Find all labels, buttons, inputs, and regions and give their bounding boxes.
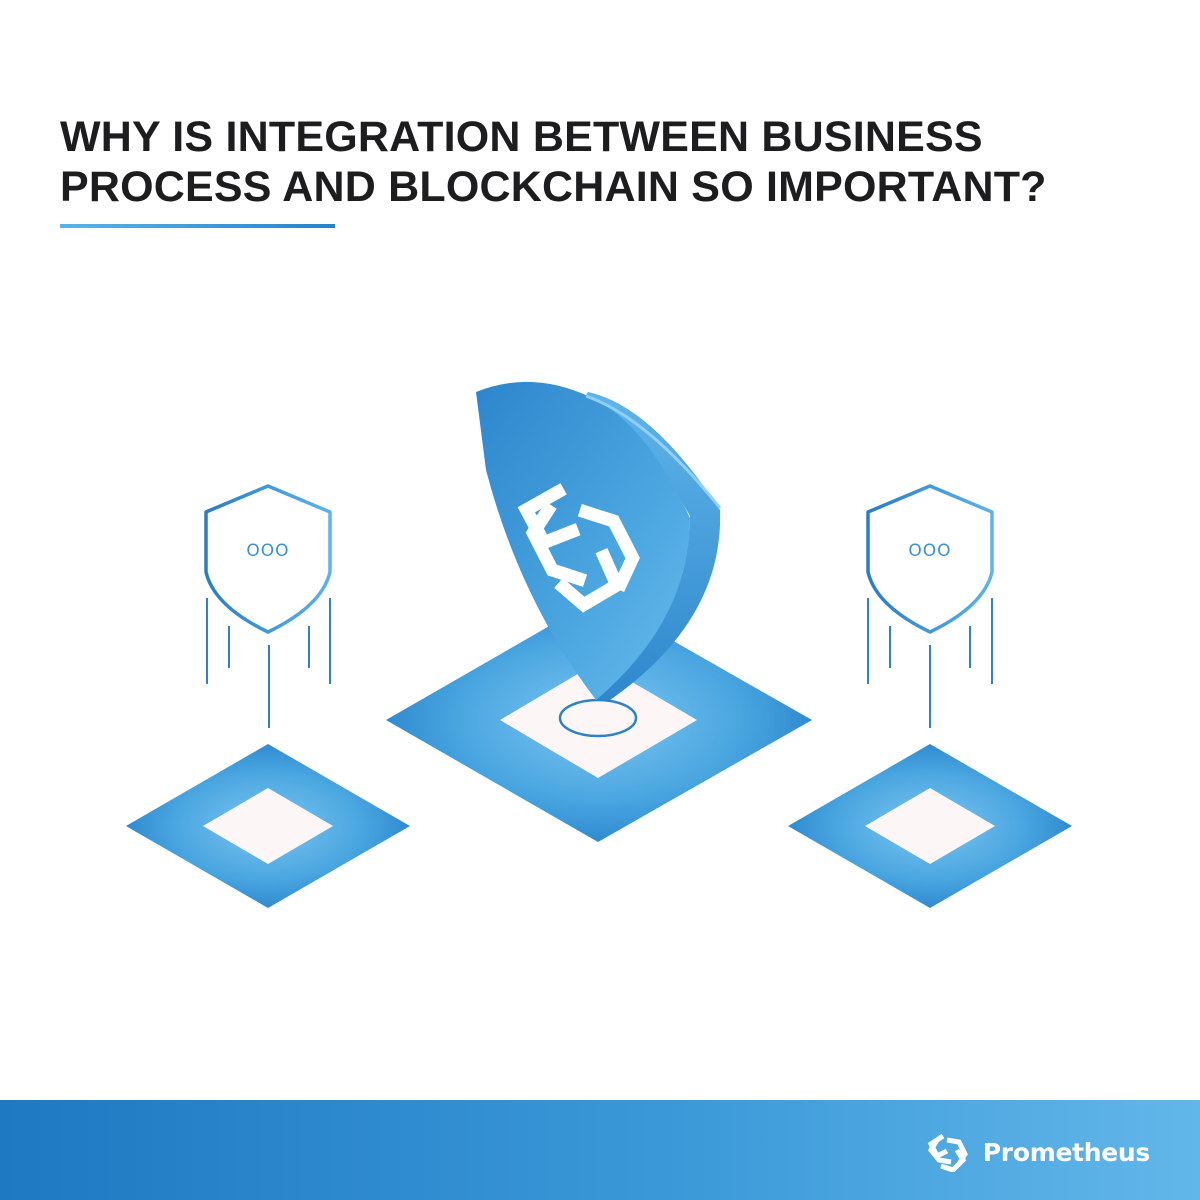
prometheus-logo-icon: [927, 1133, 968, 1172]
brand-name: Prometheus: [982, 1137, 1151, 1167]
right-shield-dots: OOO: [908, 541, 951, 561]
right-platform-tile-center: [865, 788, 995, 864]
left-shield-dots: OOO: [246, 541, 289, 561]
left-connector-lines: [206, 598, 331, 728]
right-node: OOO: [788, 484, 1072, 908]
blockchain-illustration: OOO OOO: [126, 381, 1072, 908]
center-shield-icon: [476, 381, 690, 700]
left-node: OOO: [126, 484, 410, 908]
left-platform-tile-center: [203, 788, 333, 864]
page-title-line-2: PROCESS AND BLOCKCHAIN SO IMPORTANT?: [60, 163, 1047, 211]
brand-lockup: Prometheus: [925, 1132, 1150, 1172]
title-underline: [60, 224, 335, 228]
right-connector-lines: [867, 598, 993, 728]
page-title-line-1: WHY IS INTEGRATION BETWEEN BUSINESS: [60, 113, 983, 161]
center-platform-tile-center: [500, 662, 697, 778]
page-title: WHY IS INTEGRATION BETWEEN BUSINESS PROC…: [60, 112, 1160, 212]
footer-band: [0, 1100, 1200, 1200]
chain-link-icon: [517, 483, 640, 613]
right-shield-outline-icon: [866, 484, 994, 634]
center-node: [386, 381, 812, 842]
left-shield-outline-icon: [204, 484, 332, 634]
